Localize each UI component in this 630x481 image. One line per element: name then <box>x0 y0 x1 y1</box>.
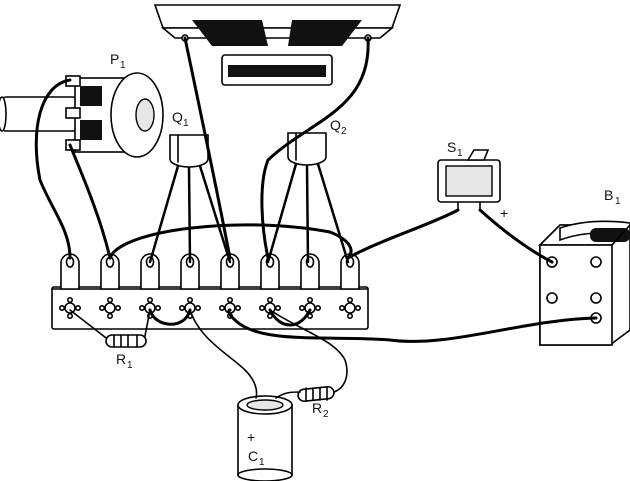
wiring <box>34 36 598 399</box>
svg-text:Q: Q <box>172 109 183 125</box>
svg-text:1: 1 <box>183 118 189 129</box>
svg-text:1: 1 <box>127 360 133 371</box>
terminal-lug <box>340 253 360 290</box>
capacitor-c1 <box>237 395 293 481</box>
svg-text:R: R <box>116 351 126 367</box>
label-r1: R 1 <box>116 351 133 371</box>
label-q1: Q 1 <box>172 109 189 129</box>
label-c1: C 1 <box>248 448 265 468</box>
terminal-lug <box>260 253 280 290</box>
terminal-lugs <box>60 253 360 290</box>
resistor-r2 <box>297 385 335 403</box>
svg-text:2: 2 <box>341 126 347 137</box>
label-p1: P 1 <box>110 51 126 71</box>
switch-s1 <box>437 149 501 211</box>
transistor-q1 <box>148 134 232 264</box>
terminal-hole <box>338 296 361 319</box>
resistor-r1 <box>69 309 151 348</box>
svg-text:1: 1 <box>120 60 126 71</box>
transistor-q2 <box>266 132 350 264</box>
svg-text:1: 1 <box>615 196 621 207</box>
svg-text:1: 1 <box>259 457 265 468</box>
terminal-lug <box>300 253 320 290</box>
loudspeaker <box>153 4 402 86</box>
terminal-hole <box>99 296 122 319</box>
svg-text:C: C <box>248 448 258 464</box>
svg-text:S: S <box>447 139 456 155</box>
battery-b1 <box>538 220 630 346</box>
svg-text:B: B <box>604 187 613 203</box>
label-s1: S 1 <box>447 139 463 159</box>
label-q2: Q 2 <box>330 117 347 137</box>
terminal-hole <box>139 296 162 319</box>
label-b1: B 1 <box>604 187 621 207</box>
svg-text:R: R <box>312 400 322 416</box>
terminal-hole <box>58 296 82 319</box>
potentiometer-p1 <box>0 72 164 158</box>
label-r2: R 2 <box>312 400 329 420</box>
capacitor-plus-sign: + <box>247 429 255 445</box>
svg-text:Q: Q <box>330 117 341 133</box>
svg-text:P: P <box>110 51 119 67</box>
svg-text:2: 2 <box>323 409 329 420</box>
svg-text:1: 1 <box>457 148 463 159</box>
battery-plus-sign: + <box>500 205 508 221</box>
